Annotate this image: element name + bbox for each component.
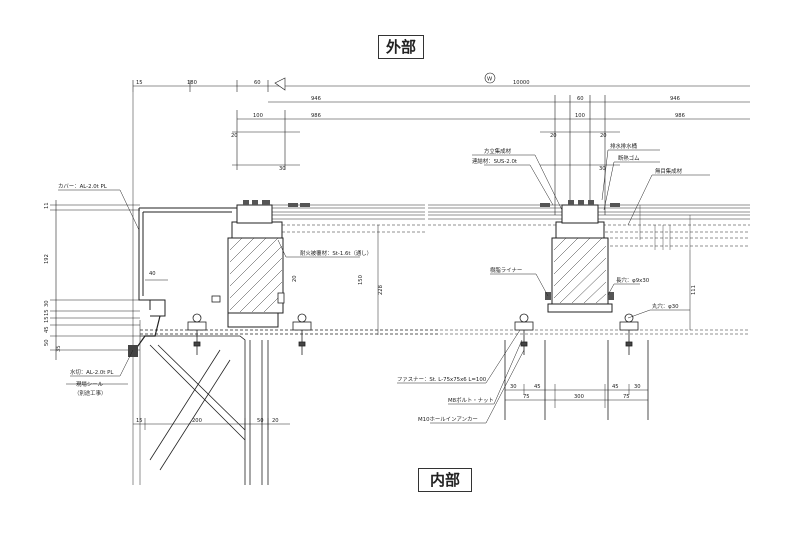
dim-r30b: 30	[634, 384, 641, 390]
interior-title: 内部	[418, 468, 472, 492]
dim-b20: 20	[272, 418, 279, 424]
dim-r45b: 45	[612, 384, 619, 390]
dim-v11: 11	[44, 202, 50, 209]
left-vertical-dimensions	[50, 200, 140, 360]
dim-228: 228	[378, 285, 384, 295]
dim-150: 150	[358, 275, 364, 285]
dim-20-left: 20	[231, 133, 238, 139]
left-bottom-dimension	[133, 418, 290, 430]
dim-v15a: 15	[44, 309, 50, 316]
dim-total: 10000	[513, 80, 530, 86]
left-mullion-section	[227, 204, 284, 328]
label-resin-liner: 樹脂ライナー	[490, 266, 522, 274]
left-mullion-hatch	[229, 237, 283, 313]
dim-v30: 30	[44, 300, 50, 307]
dim-r300: 300	[574, 394, 584, 400]
right-anchor-bolts	[504, 313, 649, 420]
dim-20-right-b: 20	[600, 133, 607, 139]
dim-946-right: 946	[670, 96, 680, 102]
dim-111: 111	[691, 285, 697, 295]
left-glazing-lines	[272, 204, 425, 335]
label-panel: 無目集成材	[655, 167, 683, 175]
dim-v35: 35	[56, 345, 62, 352]
dim-180: 180	[187, 80, 197, 86]
label-anchor: M10ホールインアンカー	[418, 416, 478, 423]
right-mullion-section	[547, 204, 613, 313]
dim-20-vert: 20	[292, 275, 298, 282]
site-seal-marker	[128, 345, 138, 357]
label-fastener: ファスナー：St. L-75x75x6 L=100	[397, 376, 487, 383]
label-cover: カバー：AL-2.0t PL	[58, 183, 107, 190]
label-site-seal: 現場シール	[76, 380, 104, 388]
dimension-arrow-icon	[274, 77, 286, 91]
grid-mark-circle	[484, 72, 496, 84]
dim-r75b: 75	[623, 394, 630, 400]
dim-40: 40	[149, 271, 156, 277]
exterior-title: 外部	[378, 35, 424, 59]
dim-v15b: 15	[44, 316, 50, 323]
dim-b200: 200	[192, 418, 202, 424]
label-drain: 排水排水桶	[610, 142, 637, 150]
leader-lines	[58, 149, 710, 424]
label-joint: 連結材：SUS-2.0t	[472, 157, 517, 165]
dim-946-left: 946	[311, 96, 321, 102]
dim-v192: 192	[44, 254, 50, 264]
dim-20-right-a: 20	[550, 133, 557, 139]
dim-v45: 45	[44, 326, 50, 333]
dim-v50: 50	[44, 339, 50, 346]
dim-b50: 50	[257, 418, 264, 424]
dim-986-left: 986	[311, 113, 321, 119]
label-separate-work: （別途工事）	[74, 389, 106, 397]
dim-15-top: 15	[136, 80, 143, 86]
right-bottom-dimensions	[505, 384, 648, 408]
dim-r45a: 45	[534, 384, 541, 390]
dim-100-right: 100	[575, 113, 585, 119]
label-bolt-nut: M8ボルト・ナット	[448, 396, 494, 404]
right-mullion-hatch	[553, 237, 607, 304]
top-dimension-lines	[132, 80, 750, 215]
dim-r30a: 30	[510, 384, 517, 390]
label-insulation: 断熱ゴム	[618, 154, 640, 162]
label-long-hole: 長穴：φ9x30	[616, 276, 650, 284]
label-water-cut: 水切：AL-2.0t PL	[70, 368, 113, 376]
label-fireproof-cover: 耐火被覆材：St-1.6t（通し）	[300, 249, 372, 257]
dim-60-left: 60	[254, 80, 261, 86]
left-support-frame	[140, 329, 440, 485]
grid-mark-label: W	[487, 77, 492, 83]
left-gasket-blocks	[243, 200, 310, 207]
left-cover-profile	[132, 92, 237, 485]
dim-60-right: 60	[577, 96, 584, 102]
dim-100-left: 100	[253, 113, 263, 119]
label-mullion: 方立集成材	[484, 147, 512, 155]
dim-30-left: 30	[279, 166, 286, 172]
left-anchor-bolts	[187, 292, 312, 355]
label-round-hole: 丸穴：φ30	[652, 302, 679, 310]
dim-986-right: 986	[675, 113, 685, 119]
right-small-dims	[639, 205, 691, 250]
dim-b15: 15	[136, 418, 143, 424]
dim-30-right: 30	[599, 166, 606, 172]
dim-r75a: 75	[523, 394, 530, 400]
